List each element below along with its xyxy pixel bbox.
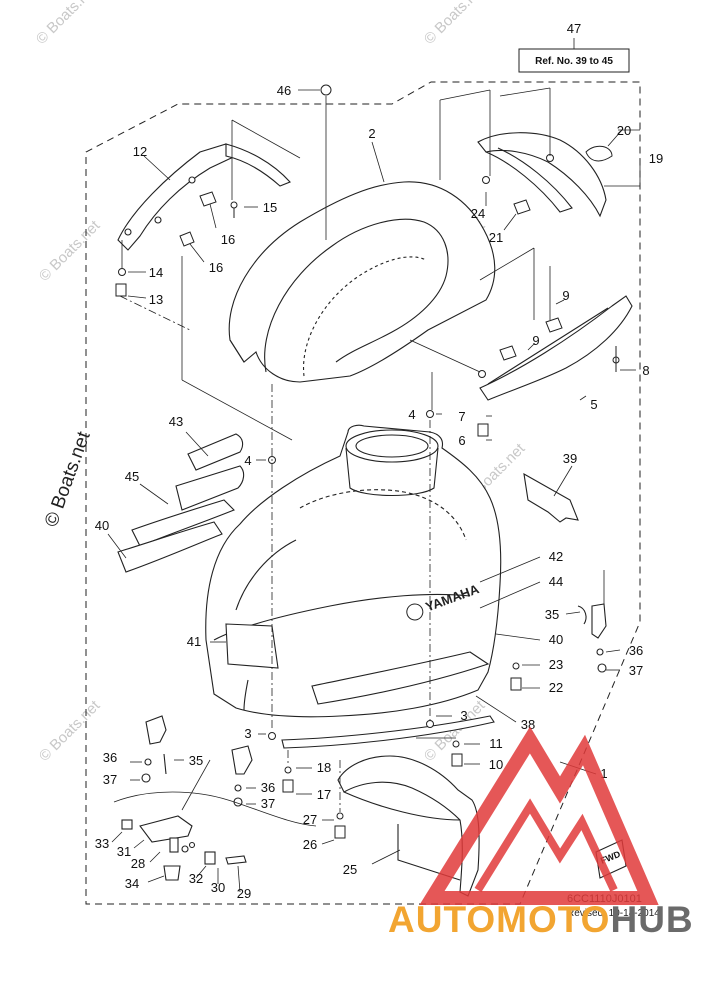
site-logo-text-part1: AUTOMOTO xyxy=(388,899,611,940)
part-label-37: 37 xyxy=(103,772,117,787)
part-label-20: 20 xyxy=(617,123,631,138)
part-label-13: 13 xyxy=(149,292,163,307)
part-label-31: 31 xyxy=(117,844,131,859)
part-label-4: 4 xyxy=(244,453,251,468)
part-label-3: 3 xyxy=(244,726,251,741)
part-label-4: 4 xyxy=(408,407,415,422)
part-label-43: 43 xyxy=(169,414,183,429)
part-label-9: 9 xyxy=(532,333,539,348)
revision-date: Revised: 10-14-2014 xyxy=(567,908,660,919)
part-label-38: 38 xyxy=(521,717,535,732)
part-label-40: 40 xyxy=(95,518,109,533)
part-label-45: 45 xyxy=(125,469,139,484)
part-label-14: 14 xyxy=(149,265,163,280)
site-logo-text-part2: HUB xyxy=(610,899,694,940)
part-label-28: 28 xyxy=(131,856,145,871)
fasteners xyxy=(115,84,620,839)
watermark-text: © Boats.net xyxy=(421,0,489,48)
part-label-12: 12 xyxy=(133,144,147,159)
grommet-20-part xyxy=(585,145,613,162)
part-label-9: 9 xyxy=(562,288,569,303)
latch-left-part xyxy=(141,715,167,783)
part-label-29: 29 xyxy=(237,886,251,901)
part-label-32: 32 xyxy=(189,871,203,886)
part-label-44: 44 xyxy=(549,574,563,589)
latch-center-part xyxy=(231,745,253,807)
part-label-26: 26 xyxy=(303,837,317,852)
part-label-41: 41 xyxy=(187,634,201,649)
decal-39-part xyxy=(523,472,579,523)
part-label-46: 46 xyxy=(277,83,291,98)
watermark-text: © Boats.net xyxy=(36,217,104,285)
reference-label: Ref. No. 39 to 45 xyxy=(535,56,613,67)
part-label-36: 36 xyxy=(103,750,117,765)
assembly-boundary xyxy=(85,81,641,905)
watermark-text: © Boats.net xyxy=(33,0,101,48)
part-label-6: 6 xyxy=(458,433,465,448)
part-label-27: 27 xyxy=(303,812,317,827)
part-label-7: 7 xyxy=(458,409,465,424)
part-label-1: 1 xyxy=(600,766,607,781)
part-label-16: 16 xyxy=(221,232,235,247)
part-label-37: 37 xyxy=(261,796,275,811)
copyright-watermark: © Boats.net xyxy=(41,428,95,529)
part-label-37: 37 xyxy=(629,663,643,678)
part-label-23: 23 xyxy=(549,657,563,672)
part-label-8: 8 xyxy=(642,363,649,378)
latch-right-part xyxy=(577,603,607,673)
lever-assembly-part xyxy=(121,815,247,881)
part-label-35: 35 xyxy=(189,753,203,768)
part-label-10: 10 xyxy=(489,757,503,772)
site-logo-text: AUTOMOTOHUB xyxy=(388,900,694,940)
part-label-19: 19 xyxy=(649,151,663,166)
seal-strip-part xyxy=(281,715,495,749)
part-label-17: 17 xyxy=(317,787,331,802)
rail-part xyxy=(479,295,633,401)
part-label-24: 24 xyxy=(471,206,485,221)
part-labels: 47 46 2 12 15 16 16 14 13 20 19 24 21 9 … xyxy=(95,21,663,901)
watermark-text: © Boats.net xyxy=(36,697,104,765)
part-label-15: 15 xyxy=(263,200,277,215)
part-label-11: 11 xyxy=(489,736,503,751)
alignment-lines xyxy=(119,87,605,812)
part-label-18: 18 xyxy=(317,760,331,775)
part-label-22: 22 xyxy=(549,680,563,695)
part-label-36: 36 xyxy=(629,643,643,658)
part-label-33: 33 xyxy=(95,836,109,851)
right-bracket-part xyxy=(477,132,607,218)
left-bracket-part xyxy=(117,143,291,251)
part-label-25: 25 xyxy=(343,862,357,877)
part-label-40: 40 xyxy=(549,632,563,647)
part-label-39: 39 xyxy=(563,451,577,466)
part-label-36: 36 xyxy=(261,780,275,795)
bottom-cowling-part xyxy=(205,424,502,718)
part-label-42: 42 xyxy=(549,549,563,564)
part-label-5: 5 xyxy=(590,397,597,412)
part-label-35: 35 xyxy=(545,607,559,622)
part-label-47: 47 xyxy=(567,21,581,36)
part-label-34: 34 xyxy=(125,876,139,891)
part-label-30: 30 xyxy=(211,880,225,895)
site-logo-mark xyxy=(419,726,659,905)
part-label-21: 21 xyxy=(489,230,503,245)
part-label-16: 16 xyxy=(209,260,223,275)
decal-parts-left xyxy=(117,433,245,573)
part-label-2: 2 xyxy=(368,126,375,141)
lower-seal-part xyxy=(337,755,480,897)
part-label-3: 3 xyxy=(460,708,467,723)
top-cowling-part xyxy=(228,181,496,383)
